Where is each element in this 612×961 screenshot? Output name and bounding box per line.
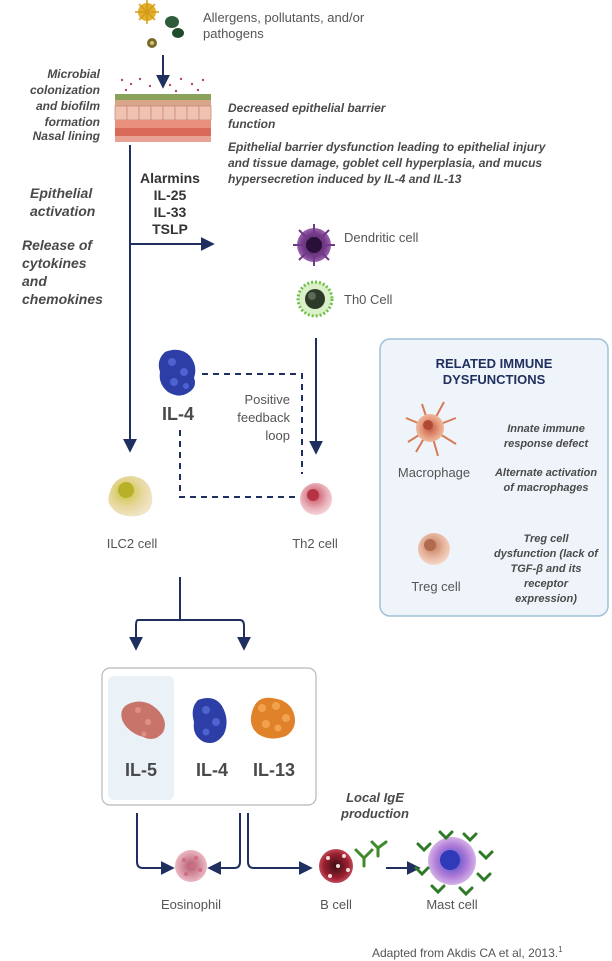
ige-antibody-icon [354, 840, 388, 868]
microbial-colonization-label: Microbial colonization and biofilm forma… [30, 67, 100, 129]
il4-box-protein-icon [192, 698, 227, 743]
decreased-barrier-label: Decreased epithelial barrier function [228, 101, 386, 131]
pathway-arrows [123, 55, 421, 875]
allergens-label: Allergens, pollutants, and/or pathogens [203, 10, 365, 41]
treg-cell-icon [418, 533, 450, 565]
il4-box-label: IL-4 [195, 760, 228, 780]
b-cell-icon [319, 849, 353, 883]
alarmin-tslp: TSLP [152, 221, 188, 237]
alarmins-list: Alarmins IL-25 IL-33 TSLP [135, 170, 205, 238]
release-cytokines-label: Release of cytokines and chemokines [22, 237, 103, 307]
treg-cell-label: Treg cell [411, 579, 461, 594]
il5-label: IL-5 [124, 760, 157, 780]
credit-text: Adapted from Akdis CA et al, 2013. [372, 946, 559, 960]
th2-cell-label: Th2 cell [292, 536, 338, 551]
eosinophil-label: Eosinophil [161, 897, 221, 912]
il13-label: IL-13 [252, 760, 295, 780]
ilc2-cell-icon [108, 476, 153, 517]
dendritic-cell-icon [293, 224, 335, 266]
eosinophil-icon [175, 850, 207, 882]
il4-top-label: IL-4 [162, 404, 195, 424]
arrow-il4-to-eosinophil [207, 813, 241, 875]
innate-defect-label: Innate immune response defect [503, 423, 589, 450]
il13-protein-icon [250, 697, 295, 739]
pathogen-icon [147, 38, 157, 48]
credit-reference: 1 [558, 945, 563, 954]
th0-cell-label: Th0 Cell [344, 292, 393, 307]
feedback-loop-lower [179, 430, 296, 498]
alarmin-il25: IL-25 [153, 187, 187, 203]
feedback-loop-upper [202, 373, 303, 474]
feedback-loop-label: Positive feedback loop [237, 392, 290, 443]
arrow-il5-to-eosinophil [136, 813, 175, 875]
local-ige-label: Local IgE production [341, 790, 409, 821]
arrow-split-right [180, 619, 251, 651]
alternate-activation-label: Alternate activation of macrophages [494, 467, 598, 494]
mast-cell-label: Mast cell [426, 897, 478, 912]
arrow-split-left [129, 577, 181, 651]
treg-dysfunction-label: Treg cell dysfunction (lack of TGF-β and… [494, 533, 598, 605]
th0-cell-icon [296, 280, 334, 318]
macrophage-icon [405, 401, 457, 457]
allergen-pollen-icon [135, 0, 159, 24]
th2-cell-icon [300, 483, 332, 515]
mast-cell-icon [414, 830, 494, 897]
alarmins-heading: Alarmins [140, 170, 200, 186]
il5-highlight [108, 676, 174, 800]
b-cell-label: B cell [320, 897, 352, 912]
panel-title: RELATED IMMUNE DYSFUNCTIONS [435, 356, 553, 387]
il4-protein-icon [158, 349, 196, 396]
alarmin-il33: IL-33 [153, 204, 187, 220]
pollutant-particle-icon [165, 16, 184, 38]
macrophage-label: Macrophage [397, 465, 471, 480]
arrow-il4-to-bcell [247, 813, 313, 875]
barrier-dysfunction-label: Epithelial barrier dysfunction leading t… [228, 140, 546, 186]
credit-line: Adapted from Akdis CA et al, 2013.1 [372, 942, 608, 961]
dendritic-cell-label: Dendritic cell [344, 230, 419, 245]
epithelial-activation-label: Epithelial activation [30, 185, 96, 219]
il5-protein-icon [121, 701, 165, 740]
ilc2-cell-label: ILC2 cell [106, 536, 158, 551]
nasal-lining-label: Nasal lining [32, 129, 100, 143]
